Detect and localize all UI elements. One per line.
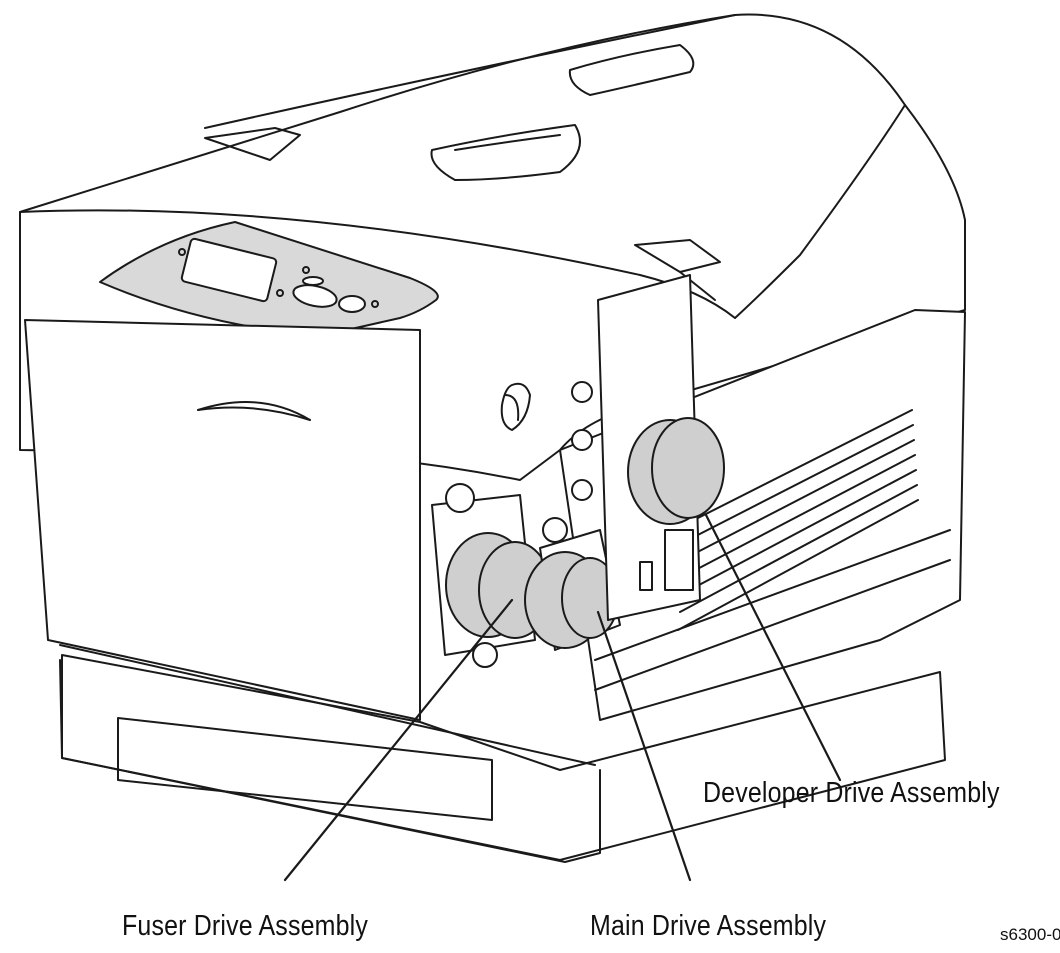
fuser-drive-assembly [431,483,568,668]
callout-main-drive-assembly: Main Drive Assembly [590,910,827,942]
top-handle-rear [568,44,695,96]
panel-button-large [292,284,338,308]
leader-line-developer [704,513,842,782]
top-handle-front [430,124,581,181]
output-tray-right-bracket [634,239,721,273]
side-grip [500,382,531,431]
callout-developer-drive-assembly: Developer Drive Assembly [703,777,1000,809]
paper-tray [61,654,946,861]
front-door [24,319,422,721]
front-door-latch [197,401,311,421]
right-top-edge [734,104,906,319]
leader-line-main [596,610,692,882]
output-tray-left-bracket [204,127,301,161]
leader-line-fuser [283,598,514,882]
panel-display [180,237,278,303]
panel-button-right [338,295,366,313]
developer-drive-assembly [571,274,725,621]
side-vent [594,409,951,691]
panel-button-top [302,276,324,286]
figure-id: s6300-0 [1000,925,1060,944]
paper-tray-front-face [59,659,601,863]
top-cover-ridge [204,14,736,129]
callout-fuser-drive-assembly: Fuser Drive Assembly [122,910,368,942]
main-drive-assembly [524,529,621,651]
paper-tray-handle [117,717,493,821]
